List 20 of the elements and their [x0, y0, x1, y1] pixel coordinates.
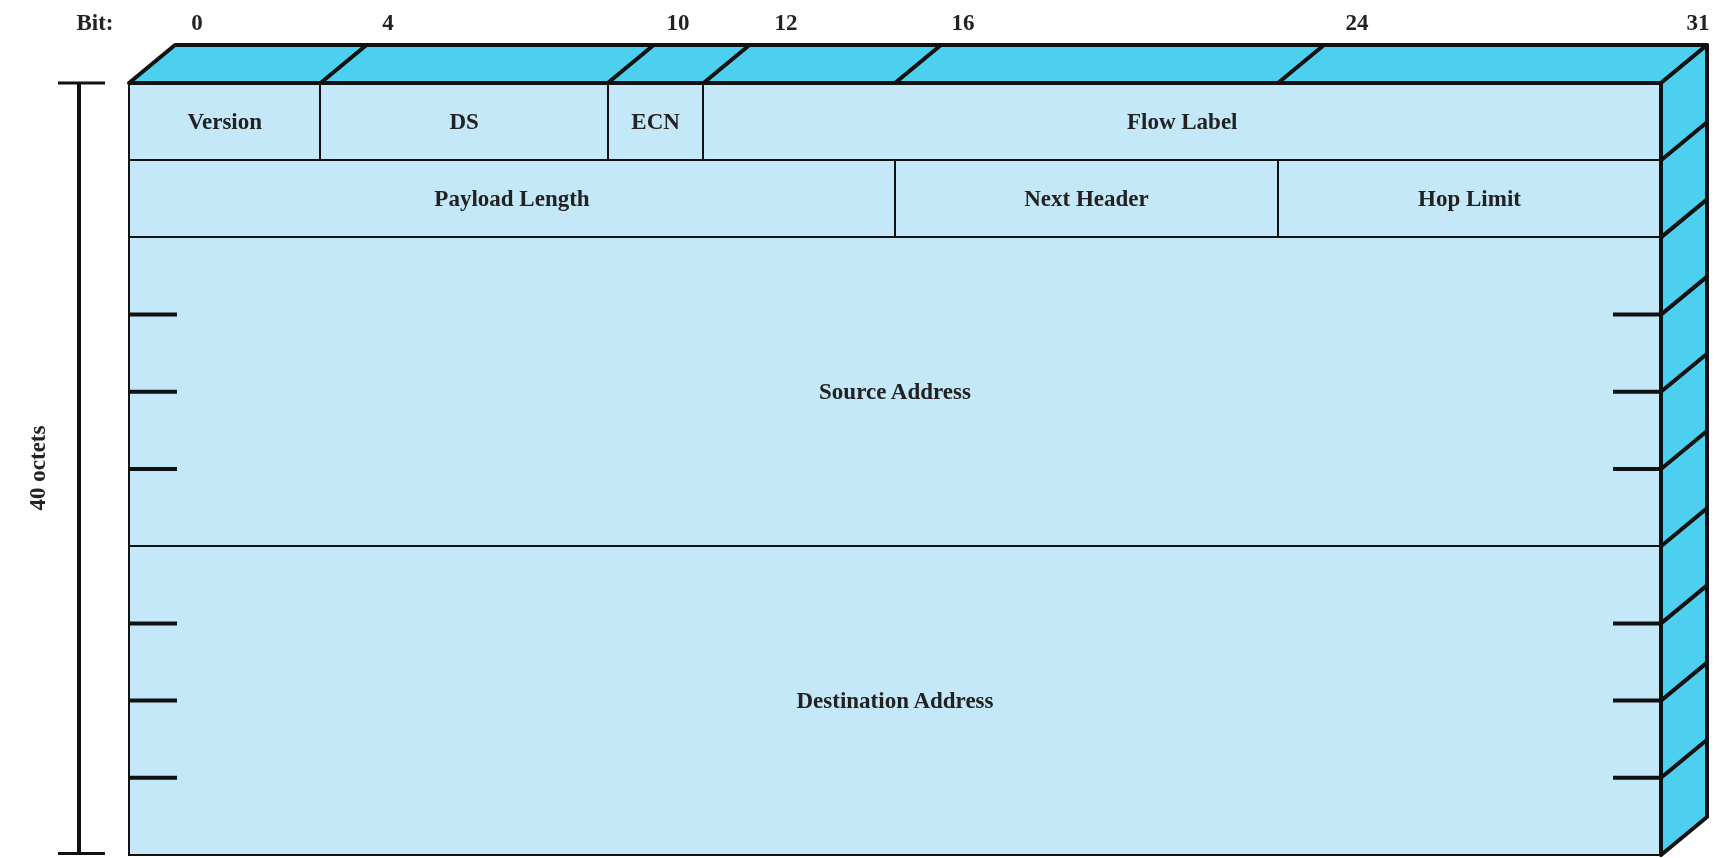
field-name: Hop Limit [1418, 185, 1521, 212]
header-field [893, 158, 1280, 239]
bit-number: 31 [1686, 10, 1710, 36]
axis-label: Bit: [76, 10, 114, 36]
field-name: Destination Address [796, 687, 994, 714]
field-name: Payload Length [434, 185, 590, 212]
field-name: Version [187, 108, 263, 135]
field-name: Source Address [819, 378, 971, 405]
field-name: Flow Label [1127, 108, 1238, 135]
bit-number: 0 [191, 10, 203, 36]
field-name: DS [449, 108, 479, 135]
bit-number: 24 [1345, 10, 1369, 36]
size-label: 40 octets [25, 425, 51, 511]
bit-number: 16 [951, 10, 975, 36]
header-field [127, 158, 897, 239]
field-name: ECN [631, 108, 680, 135]
bit-number: 12 [774, 10, 798, 36]
bit-number: 10 [666, 10, 690, 36]
field-name: Next Header [1024, 185, 1149, 212]
bit-number: 4 [382, 10, 394, 36]
